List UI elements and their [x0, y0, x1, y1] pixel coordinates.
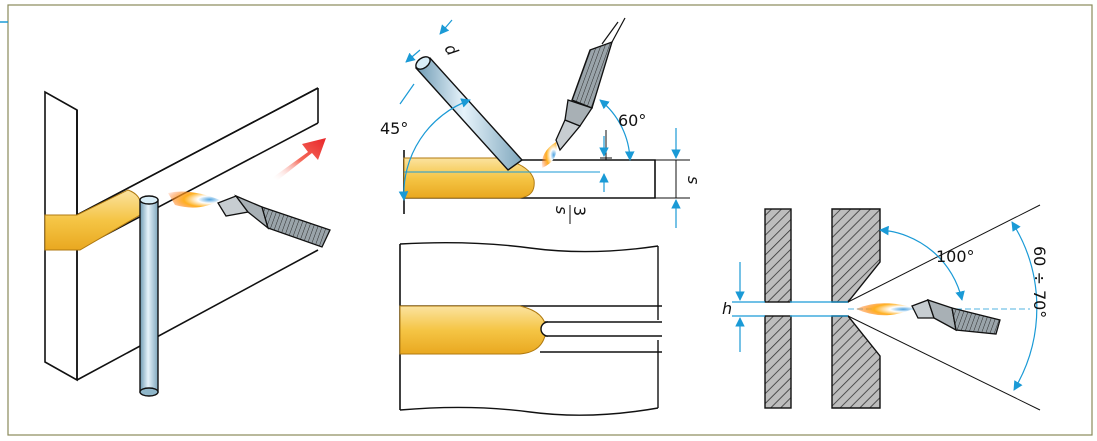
corner-weld-view [44, 87, 331, 397]
weld-bead-plan [399, 305, 547, 355]
flame-left [168, 191, 220, 208]
welding-direction-arrow [272, 138, 326, 180]
torch-left [217, 194, 331, 248]
filler-rod-left [139, 195, 159, 397]
bead-height-divisor: 3 [570, 206, 589, 216]
gap-label: h [722, 299, 732, 318]
torch-angle-label: 60° [618, 111, 646, 130]
plate-right [831, 208, 881, 303]
butt-weld-section: d 45° 60° s s 3 [380, 17, 703, 228]
flame-section [541, 142, 557, 168]
flame-right [856, 303, 915, 316]
butt-weld-plan [399, 241, 662, 416]
thickness-label: s [684, 176, 703, 184]
gap-angle-view: h 100° 60 ÷ 70° [722, 204, 1049, 411]
plate-left [764, 208, 792, 303]
cone-angle-label: 100° [936, 247, 975, 266]
outer-frame [7, 4, 1093, 436]
bead-height-label: s [552, 206, 571, 214]
torch-right [911, 298, 1001, 335]
tilt-range-label: 60 ÷ 70° [1030, 246, 1049, 318]
rod-angle-label: 45° [380, 119, 408, 138]
torch-section [555, 17, 626, 152]
